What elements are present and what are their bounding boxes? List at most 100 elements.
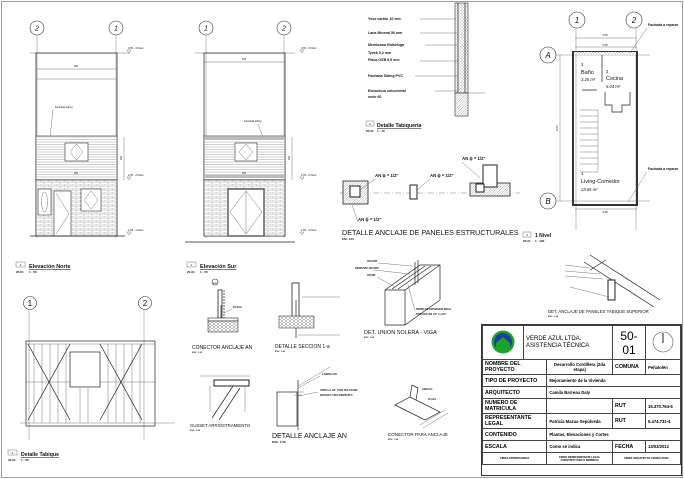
signature-architect: FIRMA ARQUITECTO CONSULTORA [612,452,681,465]
detail-label: PLACA [233,305,242,309]
view-title: Detalle Tabiquería [377,123,421,129]
detail-label: 40C085 [367,274,376,277]
conector-para-anclaje: ANGULO PLACA CONECTOR PARA ANCLAJE ESC. … [388,384,449,441]
view-number: A [369,122,371,126]
grid-label: B [545,197,551,206]
grid-label: 2 [143,299,148,308]
detail-label: VARILLA 1/2" CON SOLUCION [320,388,358,392]
sheet-ref: 20-01 [8,458,16,462]
note-text: Fachada a reparar [648,23,679,27]
architect-label: ARQUITECTO [481,386,548,399]
signature-owner: FIRMA PROPIETARIO/A [481,452,548,465]
dimension-text: 200 [288,155,291,160]
view-number: 2 [191,263,193,267]
north-arrow-icon [652,331,674,352]
dimension-text: 3.65 [602,210,608,214]
detail-label: 40CA085 [367,260,378,263]
grid-bubble [29,20,45,36]
dimension-text: 345 [74,172,79,175]
layer-label: Membrana Hidrófuga [368,43,405,47]
view-title: Detalle Tabique [21,452,59,458]
grid-label: 2 [281,26,286,33]
dimension-text: 8.00 [555,125,559,131]
legal-rep-label: REPRESENTANTE LEGAL [481,413,548,429]
level-label: 3.65 - 3 Nivel [301,46,317,50]
detail-title: DETALLE ANCLAJE AN [272,433,347,440]
view-title: Elevación Sur [200,264,237,270]
level-label: 2.65 - 2 Nivel [301,173,317,177]
company-name: VERDE AZUL LTDA. [526,335,582,342]
comuna-value: Peñalolén [645,359,681,375]
elevacion-sur: 1 2 345 Fachada siding 345 200 3.65 - 3 … [185,20,317,274]
room-number: 2 [581,62,584,67]
anchor-label: AN ϕ = 1/2" [462,156,486,161]
sheet-number: 50-01 [612,325,646,360]
detail-label: DESPUNTE 40CA085 [355,267,379,270]
grid-bubble [108,20,124,36]
detalle-anclaje-an: LADRILLOS VARILLA 1/2" CON SOLUCION EPOX… [272,366,358,444]
content-label: CONTENIDO [481,428,548,441]
det-union-solera-viga: 40CA085 DESPUNTE 40CA085 40C085 PERNO DE… [355,260,451,339]
project-type-label: TIPO DE PROYECTO [481,374,548,387]
rut-value: 5.474.731-4 [645,413,681,429]
signature-legal-rep: FIRMA REPRESENTANTE LEGAL CONSTRUCTORA O… [546,452,613,465]
detail-scale: ESC. 1:20 [192,352,203,354]
detalle-tabique: 1 2 a Detalle Tabique 20-01 1 : 50 [7,296,175,462]
room-area: 19.65 m² [581,187,598,192]
layer-label: Yeso cartón 10 mm [368,17,401,21]
view-number: 4 [526,233,528,237]
rut-label: RUT [612,398,646,414]
project-type-value: Mejoramiento de la Vivienda [546,374,681,387]
date-value: 13/03/2012 [645,440,681,453]
rut-label: RUT [612,413,646,429]
detail-scale: ESC. 1:20 [272,440,286,444]
room-number: 3 [606,69,609,74]
grid-label: 2 [631,16,637,25]
sheet-ref: 20-01 [187,270,195,274]
dimension-text: 3.65 [602,43,608,47]
conector-anclaje-an: 1/2 PLACA CONECTOR ANCLAJE AN ESC. 1:20 [192,278,253,354]
detail-label: 1/2 [213,281,217,285]
sheet-ref: 20-01 [523,239,531,243]
detail-title: DET. UNION SOLERA - VIGA [364,330,437,336]
company-logo-icon [491,330,515,353]
view-title: 1 Nivel [535,233,552,239]
scale-label: ESCALA [481,440,548,453]
layer-label: serie 60 [368,95,381,99]
detail-scale: ESC. 1:20 [364,337,375,339]
grid-label: 2 [34,26,39,33]
detail-label: PLACA [428,398,437,401]
room-name: Cocina [606,76,624,82]
level-label: 1.65 - 1 Nivel [128,228,144,232]
room-number: 1 [581,171,584,176]
legal-rep-value: Patricia Mazua Sepúlveda [546,413,613,429]
level-label: 2.65 - 2 Nivel [128,173,144,177]
detail-scale: ESC. 1:20 [388,439,399,441]
view-number: a [12,451,14,455]
detail-label: LADRILLOS [322,372,337,376]
gusset-arriostramiento: GUSSET ARRIOSTRAMIENTO ESC. 1:20 [190,375,251,432]
architect-value: Camila Barreau Daly [546,386,681,399]
rut-value: 15.370.764-6 [645,398,681,414]
logo [482,325,524,360]
plan-1-nivel: 1 2 A B 3.50 3.65 3.65 8.00 2 Baño 3.26 … [522,11,679,243]
north-arrow [645,325,681,360]
det-anclaje-tabique-superior: DET. ANCLAJE DE PANELES TABIQUE SUPERIOR… [548,254,661,318]
title-block: VERDE AZUL LTDA. ASISTENCIA TÉCNICA 50-0… [481,324,682,476]
detalle-seccion: DETALLE SECCION 1-a ESC. 1:20 [275,282,340,353]
layer-label: Lana Mineral 50 mm [368,31,402,35]
detail-scale: ESC. 1:20 [275,351,286,353]
project-name-value: Desarrollo Cordillera (2da etapa) [546,359,613,375]
layer-label: Tyvek 0,2 mm [368,51,391,55]
room-area: 5.04 m² [606,84,621,89]
project-name-label: NOMBRE DEL PROYECTO [481,359,548,375]
detalle-tabiqueria: Yeso cartón 10 mm Lana Mineral 50 mm Mem… [365,2,485,133]
detalle-anclaje-paneles: AN ϕ = 1/2" AN ϕ = 1/2" AN ϕ = 1/2" AN ϕ… [340,156,520,241]
detail-scale: ESC. 1:20 [548,316,559,318]
registration-label: NUMERO DE MATRICULA [481,398,548,414]
anchor-label: AN ϕ = 1/2" [430,173,454,178]
level-label: 3.65 - 3 Nivel [128,46,144,50]
view-scale: 1 : 100 [535,239,545,243]
